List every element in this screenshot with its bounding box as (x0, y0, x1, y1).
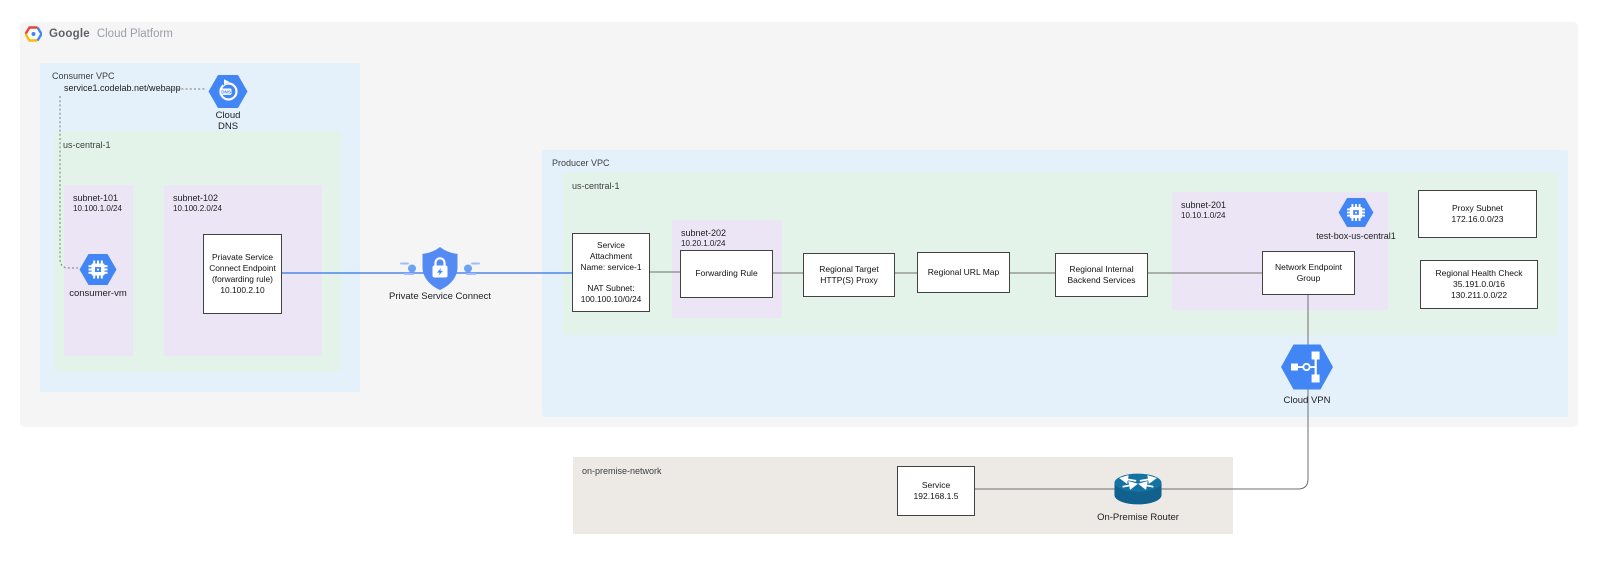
private-service-connect-icon (400, 247, 480, 290)
proxy-subnet-line: 172.16.0.0/23 (1451, 214, 1504, 224)
service-attachment-line: Service (597, 240, 625, 251)
subnet-101-cidr: 10.100.1.0/24 (73, 204, 122, 213)
proxy-subnet-box: Proxy Subnet 172.16.0.0/23 (1418, 190, 1537, 238)
subnet-101-name: subnet-101 (73, 193, 119, 203)
psc-endpoint-line: 10.100.2.10 (220, 285, 265, 296)
test-box-label: test-box-us-central1 (1316, 231, 1396, 241)
subnet-202-name: subnet-202 (681, 228, 727, 238)
target-proxy-line: HTTP(S) Proxy (820, 275, 878, 285)
cloud-vpn-label: Cloud VPN (1283, 395, 1331, 406)
url-map-label: Regional URL Map (927, 266, 1000, 277)
gcp-brand: Google Cloud Platform (25, 26, 173, 42)
service-attachment-line: Attachment (589, 251, 633, 262)
subnet-102-cidr: 10.100.2.0/24 (173, 204, 222, 213)
on-premise-label: on-premise-network (582, 466, 662, 476)
cloud-dns-label: Cloud DNS (215, 110, 241, 133)
svg-text:DNS: DNS (221, 90, 231, 95)
psc-endpoint-line: Connect Endpoint (209, 262, 276, 273)
psc-endpoint-box: Priavate Service Connect Endpoint (forwa… (203, 234, 282, 314)
service-box-line: Service (921, 479, 951, 490)
consumer-vpc-label: Consumer VPC (52, 71, 115, 81)
test-box-vm-icon (1338, 197, 1374, 228)
subnet-201-cidr: 10.10.1.0/24 (1181, 211, 1226, 220)
url-map-box: Regional URL Map (917, 252, 1010, 293)
neg-line: Network Endpoint (1274, 261, 1343, 272)
consumer-vm-label: consumer-vm (69, 288, 127, 299)
brand-suffix: Cloud Platform (96, 28, 173, 40)
subnet-202-cidr: 10.20.1.0/24 (681, 239, 726, 248)
proxy-subnet-line: Proxy Subnet (1451, 202, 1504, 213)
consumer-vm-icon (79, 254, 117, 285)
gcp-logo-icon (25, 26, 42, 42)
subnet-201-name: subnet-201 (1181, 200, 1227, 210)
target-proxy-line: Regional Target (819, 263, 879, 274)
cloud-vpn-icon (1281, 344, 1333, 390)
neg-line: Group (1296, 273, 1321, 283)
on-premise-router-icon (1114, 473, 1162, 505)
producer-region-label: us-central-1 (572, 181, 620, 191)
backend-services-box: Regional Internal Backend Services (1055, 253, 1148, 297)
psc-endpoint-line: (forwarding rule) (212, 274, 273, 284)
service-attachment-box: Service Attachment Name: service-1 NAT S… (572, 233, 650, 312)
consumer-region-label: us-central-1 (63, 140, 111, 150)
health-check-line: 35.191.0.0/16 (1453, 278, 1505, 289)
service-attachment-line: NAT Subnet: (587, 282, 635, 293)
dns-record-text: service1.codelab.net/webapp (64, 83, 181, 93)
target-proxy-box: Regional Target HTTP(S) Proxy (803, 253, 895, 297)
health-check-line: 130.211.0.0/22 (1450, 290, 1508, 301)
service-box-line: 192.168.1.5 (913, 491, 959, 501)
health-check-box: Regional Health Check 35.191.0.0/16 130.… (1420, 260, 1538, 309)
subnet-102-name: subnet-102 (173, 193, 219, 203)
backend-services-line: Regional Internal (1069, 263, 1134, 274)
cloud-dns-icon: DNS (208, 75, 248, 108)
on-premise-router-label: On-Premise Router (1097, 512, 1179, 523)
psc-endpoint-line: Priavate Service (212, 251, 273, 262)
service-attachment-line: Name: service-1 (580, 262, 642, 273)
forwarding-rule-label: Forwarding Rule (695, 268, 758, 279)
producer-vpc-label: Producer VPC (552, 158, 610, 168)
backend-services-line: Backend Services (1067, 275, 1136, 285)
brand-google: Google (49, 28, 90, 40)
health-check-line: Regional Health Check (1435, 267, 1523, 278)
private-service-connect-label: Private Service Connect (389, 291, 491, 302)
forwarding-rule-box: Forwarding Rule (680, 250, 773, 298)
network-endpoint-group-box: Network Endpoint Group (1262, 251, 1355, 295)
service-attachment-line: 100.100.10/0/24 (580, 293, 642, 304)
service-box: Service 192.168.1.5 (897, 466, 975, 516)
